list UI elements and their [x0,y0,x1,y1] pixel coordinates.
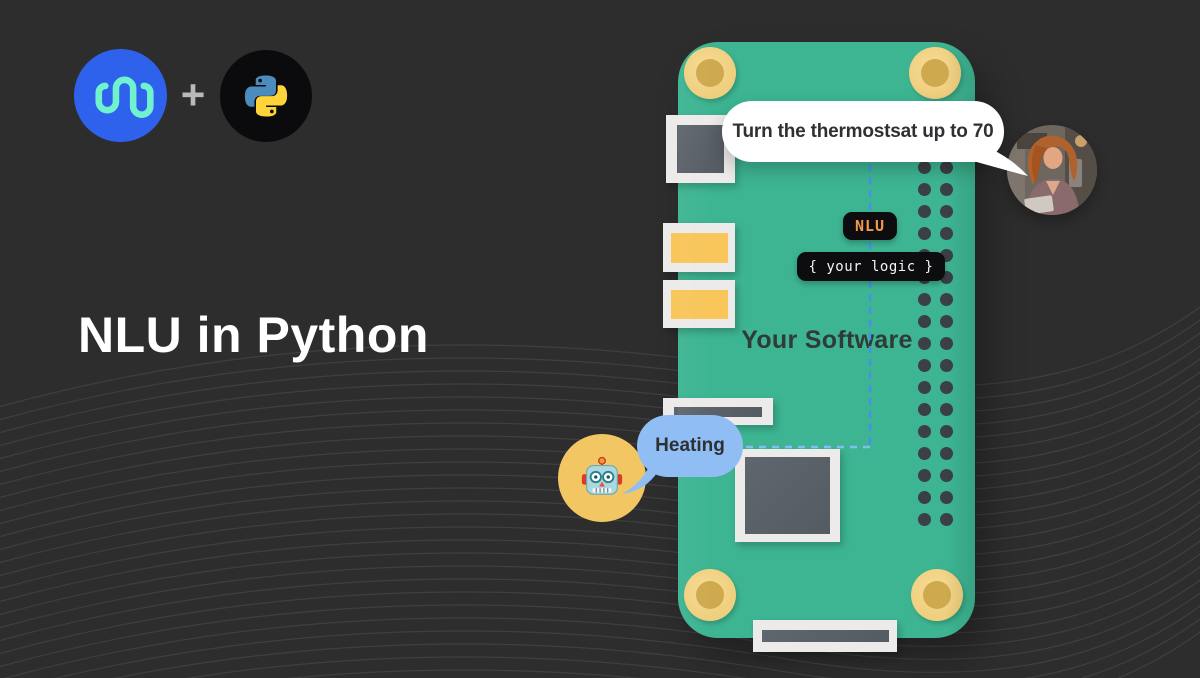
cpu-chip [735,449,840,542]
gpio-pin [918,469,931,482]
gpio-pin [940,293,953,306]
gpio-pin [940,469,953,482]
chip-die [745,457,830,534]
gpio-pin [940,337,953,350]
gpio-pin [918,227,931,240]
robot-face-icon [581,456,623,495]
gpio-pin [918,161,931,174]
gpio-pin [918,359,931,372]
gpio-pin [940,227,953,240]
gpio-pin-grid [918,161,953,526]
gpio-pin [918,205,931,218]
response-bubble-tail [622,458,659,494]
usb-port-2 [663,280,735,328]
gpio-pin [940,205,953,218]
gpio-pin [918,425,931,438]
python-logo [220,50,312,142]
screw-hole-bottom-left [684,569,736,621]
gpio-pin [940,381,953,394]
gpio-pin [940,513,953,526]
gpio-pin [918,491,931,504]
gpio-pin [940,315,953,328]
gpio-pin [918,381,931,394]
gpio-pin [940,491,953,504]
chip-die [677,125,724,173]
screw-hole-bottom-right [911,569,963,621]
squiggle-icon [95,76,154,118]
gpio-pin [918,293,931,306]
your-logic-badge: { your logic } [797,252,945,281]
port-slot [670,232,728,263]
gpio-pin [918,447,931,460]
gpio-pin [918,315,931,328]
gpio-pin [940,359,953,372]
gpio-pin [918,337,931,350]
voice-squiggle-logo [74,49,167,142]
software-label: Your Software [741,326,913,354]
user-utterance: Turn the thermostsat up to 70 [732,120,994,142]
gpio-pin [918,403,931,416]
screw-hole-top-left [684,47,736,99]
screw-hole-top-right [909,47,961,99]
python-icon [244,75,288,117]
gpio-pin [918,513,931,526]
gpio-pin [940,425,953,438]
usb-port-1 [663,223,735,272]
connector-slot [761,630,889,642]
nlu-badge: NLU [843,212,897,240]
page-title: NLU in Python [78,307,429,363]
gpio-pin [940,447,953,460]
port-slot [670,289,728,319]
gpio-pin [940,403,953,416]
gpio-pin [918,183,931,196]
device-response: Heating [655,435,725,456]
bottom-connector [753,620,897,652]
plus-sign: + [180,71,206,118]
robot-avatar [558,434,646,522]
speech-bubble-tail [956,138,1028,176]
